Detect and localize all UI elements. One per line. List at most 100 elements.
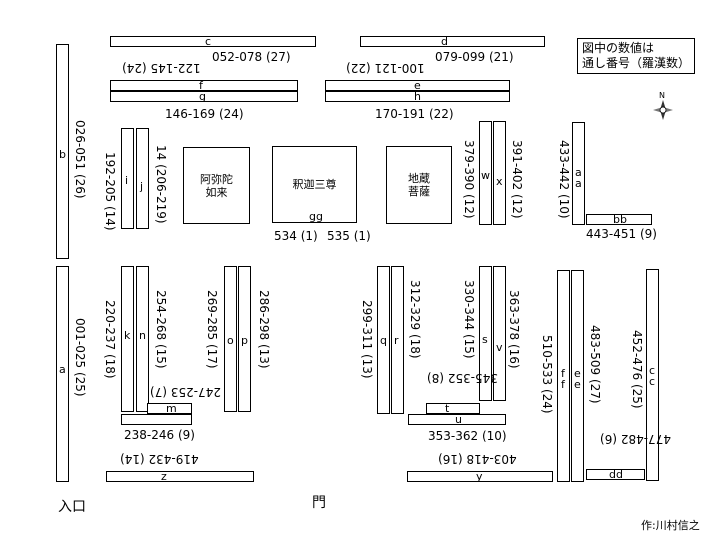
label-t: t	[445, 402, 450, 415]
range-o: 269-285 (17)	[205, 290, 219, 369]
range-z: 419-432 (14)	[120, 452, 199, 466]
box-ff: f f	[557, 270, 570, 482]
label-gg: gg	[309, 210, 323, 223]
label-f: f	[199, 79, 203, 92]
jizo-box: 地蔵 菩薩	[386, 146, 452, 224]
svg-text:N: N	[659, 91, 665, 100]
box-j: j	[136, 128, 149, 229]
box-d: d	[360, 36, 545, 47]
range-aa: 433-442 (10)	[557, 140, 571, 219]
legend-line-1: 図中の数値は	[582, 41, 655, 55]
label-i: i	[125, 174, 129, 187]
range-n: 254-268 (15)	[154, 290, 168, 369]
range-ee: 483-509 (27)	[588, 325, 602, 404]
label-ee: e e	[574, 367, 581, 391]
box-cc: c c	[646, 269, 659, 481]
gate-label: 門	[312, 495, 326, 511]
label-dd: dd	[609, 468, 623, 481]
amida-box: 阿弥陀 如来	[183, 147, 250, 224]
label-aa: a a	[575, 166, 582, 190]
box-t: t	[426, 403, 480, 414]
label-a: a	[59, 363, 66, 376]
label-v: v	[496, 341, 503, 354]
box-v: v	[493, 266, 506, 401]
label-ff: f f	[561, 367, 565, 391]
label-cc: c c	[649, 364, 656, 388]
box-q: q	[377, 266, 390, 414]
label-y: y	[476, 470, 483, 483]
range-h: 170-191 (22)	[375, 107, 454, 121]
label-b: b	[59, 148, 66, 161]
label-g: g	[199, 90, 206, 103]
range-v: 363-378 (16)	[507, 290, 521, 369]
box-bb: bb	[586, 214, 652, 225]
range-c-top: 122-145 (24)	[122, 61, 201, 75]
range-gg1: 534 (1)	[274, 229, 318, 243]
range-c: 052-078 (27)	[212, 50, 291, 64]
label-q: q	[380, 334, 387, 347]
box-i: i	[121, 128, 134, 229]
label-c: c	[205, 35, 212, 48]
box-f: f	[110, 80, 298, 91]
range-dd: 477-482 (6)	[600, 432, 671, 446]
range-gg2: 535 (1)	[327, 229, 371, 243]
legend-line-2: 通し番号（羅漢数）	[582, 56, 691, 70]
range-u: 353-362 (10)	[428, 429, 507, 443]
label-x: x	[496, 175, 503, 188]
label-h: h	[414, 90, 421, 103]
label-m: m	[166, 402, 177, 415]
range-b: 026-051 (26)	[73, 120, 87, 199]
label-w: w	[481, 169, 490, 182]
range-s: 330-344 (15)	[462, 280, 476, 359]
range-ff: 510-533 (24)	[540, 335, 554, 414]
label-e: e	[414, 79, 421, 92]
label-d: d	[441, 35, 448, 48]
range-t: 345-352 (8)	[427, 371, 498, 385]
box-y: y	[407, 471, 553, 482]
box-m	[121, 414, 192, 425]
range-r: 312-329 (18)	[408, 280, 422, 359]
range-w: 379-390 (12)	[462, 140, 476, 219]
range-m-top: 247-253 (7)	[150, 385, 221, 399]
box-c: c	[110, 36, 316, 47]
label-u: u	[455, 413, 462, 426]
compass-icon: N	[653, 91, 673, 120]
range-g: 146-169 (24)	[165, 107, 244, 121]
range-x: 391-402 (12)	[510, 140, 524, 219]
entrance-label: 入口	[58, 499, 86, 515]
box-ee: e e	[571, 270, 584, 482]
box-u: u	[408, 414, 506, 425]
box-r: r	[391, 266, 404, 414]
range-k: 220-237 (18)	[103, 300, 117, 379]
range-a: 001-025 (25)	[73, 318, 87, 397]
range-j: 14 (206-219)	[154, 145, 168, 224]
legend-box: 図中の数値は 通し番号（羅漢数）	[577, 38, 696, 74]
box-m-top: m	[147, 403, 192, 414]
label-p: p	[241, 334, 248, 347]
box-s: s	[479, 266, 492, 401]
box-z: z	[106, 471, 254, 482]
range-bb: 443-451 (9)	[586, 227, 657, 241]
label-j: j	[140, 180, 144, 193]
range-d: 079-099 (21)	[435, 50, 514, 64]
box-g: g	[110, 91, 298, 102]
box-n: n	[136, 266, 149, 412]
shaka-box: 釈迦三尊	[272, 146, 357, 223]
label-bb: bb	[613, 213, 627, 226]
box-w: w	[479, 121, 492, 225]
box-k: k	[121, 266, 134, 412]
box-e: e	[325, 80, 510, 91]
box-h: h	[325, 91, 510, 102]
box-aa: a a	[572, 122, 585, 225]
range-cc: 452-476 (25)	[630, 330, 644, 409]
range-d-top: 100-121 (22)	[346, 61, 425, 75]
label-o: o	[227, 334, 234, 347]
box-b: b	[56, 44, 69, 259]
label-k: k	[124, 329, 131, 342]
box-dd: dd	[586, 469, 645, 480]
range-y: 403-418 (16)	[438, 452, 517, 466]
box-o: o	[224, 266, 237, 412]
range-p: 286-298 (13)	[257, 290, 271, 369]
label-z: z	[161, 470, 167, 483]
box-a: a	[56, 266, 69, 482]
